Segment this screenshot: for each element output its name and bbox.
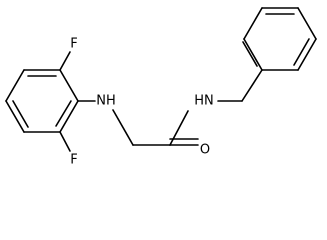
bond-ring-e-inner xyxy=(55,100,72,127)
atom-aniline-nh: NH xyxy=(96,94,116,109)
difluorophenyl-ring xyxy=(5,69,79,133)
bond-benzyl-phenyl xyxy=(241,69,263,102)
atom-fluorine-top: F xyxy=(70,37,77,52)
bond-ph-e xyxy=(297,38,317,71)
bond-ph-e-inner xyxy=(293,38,310,66)
bond-ph-d xyxy=(297,7,317,40)
atom-carbonyl-oxygen: O xyxy=(200,143,210,158)
atom-fluorine-bottom: F xyxy=(70,153,77,168)
structure-diagram: F F NH HN O xyxy=(5,7,317,168)
bond-ring-b xyxy=(5,69,25,102)
bond-ring-c xyxy=(5,100,25,133)
bond-ph-a xyxy=(243,38,263,71)
bond-ph-b xyxy=(243,7,263,40)
bond-ring-e xyxy=(59,100,79,133)
phenyl-ring xyxy=(242,7,317,71)
bond-ring-f xyxy=(59,69,79,102)
bond-c-f-bottom xyxy=(59,131,71,152)
bond-ph-a-inner xyxy=(242,41,258,67)
bond-ring-c-inner xyxy=(12,100,29,128)
bond-c-f-top xyxy=(59,51,71,71)
atom-amide-nh: HN xyxy=(194,94,214,109)
bond-carbonyl-nh xyxy=(169,110,189,146)
bond-nh-ch2 xyxy=(112,109,134,146)
